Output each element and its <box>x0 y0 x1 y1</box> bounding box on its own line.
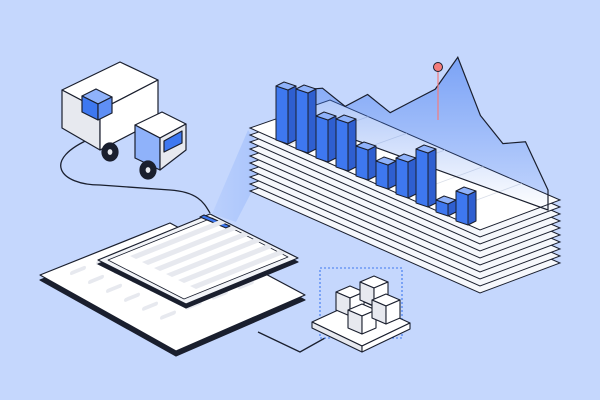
truck-packages <box>81 88 113 121</box>
connector-cables <box>60 137 326 353</box>
cable-truck-to-tablet <box>60 137 211 214</box>
tablet-form-fields <box>130 220 286 289</box>
pallet-packages <box>335 275 401 335</box>
form-field-line <box>190 250 286 289</box>
bar-2 <box>295 84 317 154</box>
bar-10 <box>455 186 477 226</box>
tablet-form-icon <box>97 213 299 309</box>
list-row-cell <box>124 292 140 302</box>
cable-tablet-to-pallet <box>257 331 326 353</box>
bar-series <box>275 81 477 226</box>
delivery-truck-icon <box>61 61 187 180</box>
list-row-cell <box>142 301 158 311</box>
bar-1 <box>275 81 297 145</box>
bar-4 <box>335 114 357 172</box>
list-row-cell <box>70 265 86 276</box>
projection-beam <box>212 130 268 222</box>
bar-6 <box>375 156 397 190</box>
list-row-cell <box>106 283 122 293</box>
form-field-line <box>154 232 250 271</box>
form-field-line <box>166 238 262 277</box>
bar-9 <box>435 195 457 217</box>
bar-8 <box>415 144 437 208</box>
pallet-boxes-icon <box>311 267 411 353</box>
bar-3 <box>315 111 337 163</box>
bar-5 <box>355 141 377 181</box>
form-field-line <box>178 244 274 283</box>
form-field-line <box>142 226 238 265</box>
pallet-box <box>371 293 401 325</box>
list-row-cell <box>238 280 254 290</box>
list-row-cell <box>160 310 176 320</box>
trend-area <box>299 56 549 211</box>
bar-7 <box>395 153 417 199</box>
truck-windshield <box>163 130 183 153</box>
form-field-line <box>130 220 226 259</box>
list-row-cell <box>88 274 104 284</box>
peak-marker-icon <box>433 62 443 72</box>
